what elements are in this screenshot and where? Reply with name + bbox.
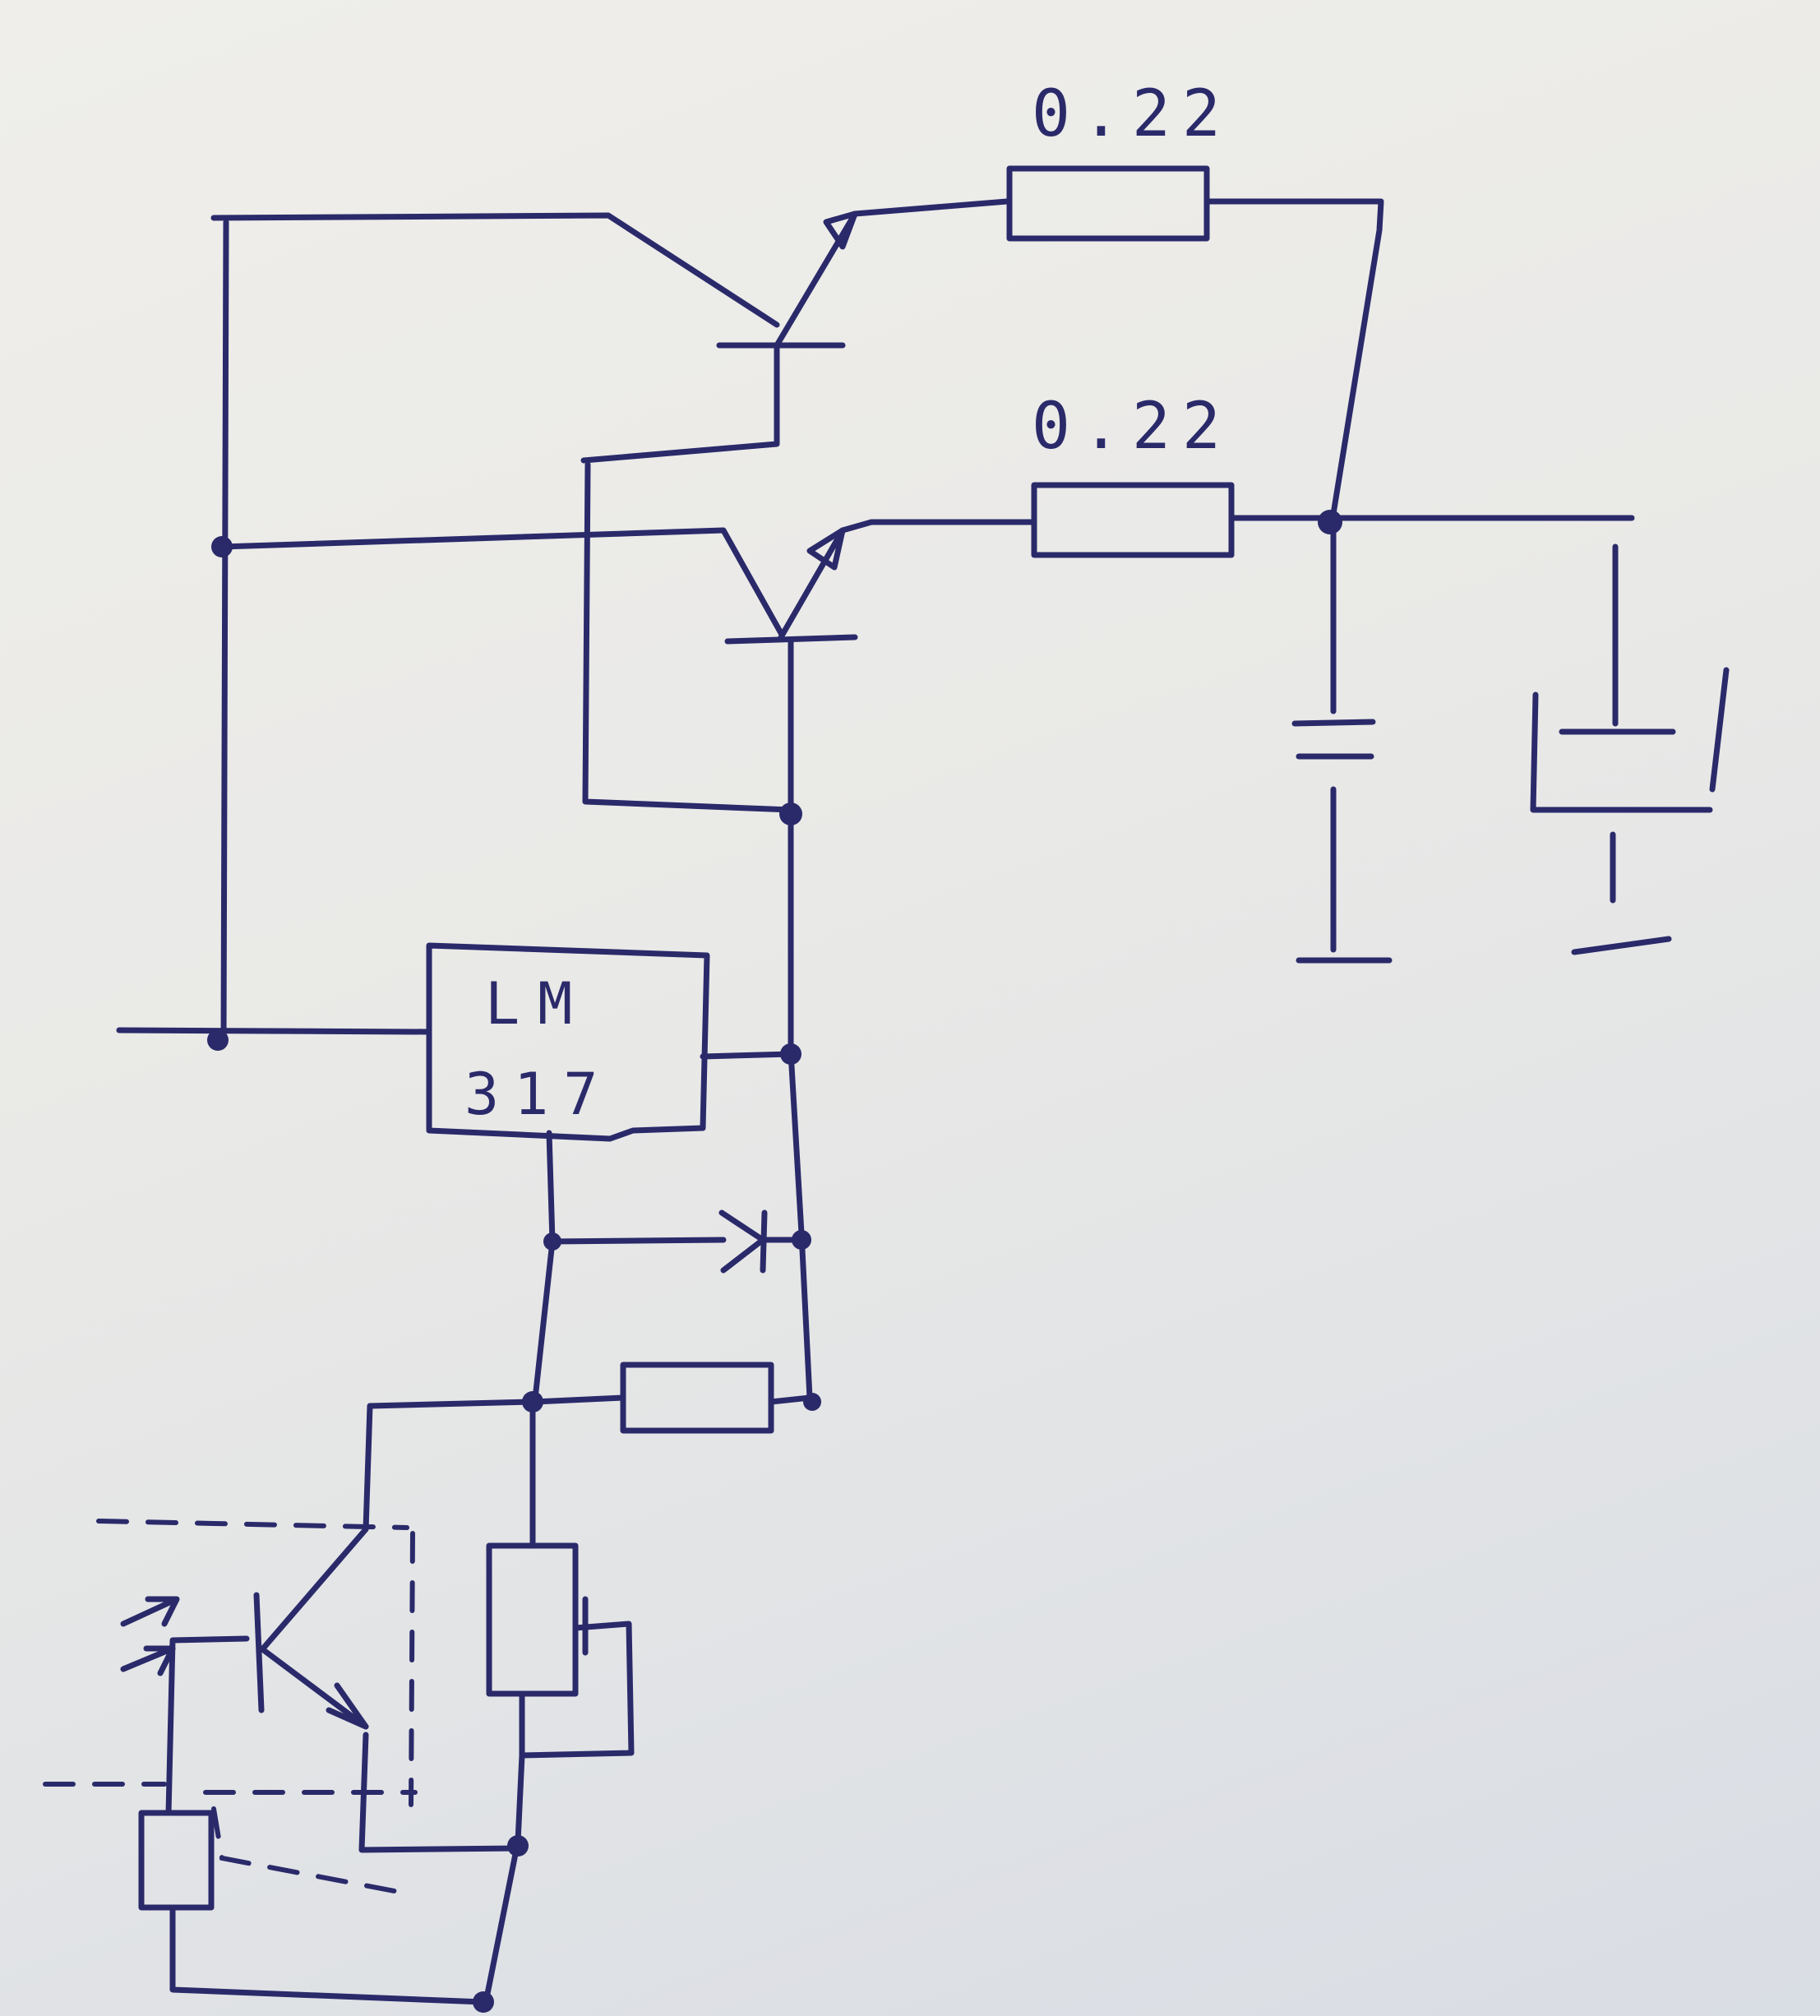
regulator-line2: 317 bbox=[464, 1061, 612, 1128]
transistor-upper bbox=[580, 198, 1010, 464]
resistor-mid: 0.22 bbox=[1031, 390, 1635, 558]
resistor-mid-value: 0.22 bbox=[1032, 390, 1232, 464]
left-rail bbox=[116, 212, 784, 1046]
feedback-wire bbox=[582, 461, 794, 813]
opto-enclosure bbox=[43, 1519, 418, 1893]
right-rail bbox=[788, 819, 813, 1401]
capacitor-electrolytic bbox=[1530, 543, 1730, 955]
ground-return bbox=[482, 1838, 521, 2009]
junction-dots bbox=[207, 510, 1342, 2013]
resistor-top: 0.22 bbox=[1006, 77, 1384, 517]
capacitor-ceramic bbox=[1291, 519, 1393, 964]
resistor-adjust bbox=[531, 1362, 813, 1434]
transistor-lower bbox=[724, 519, 1035, 825]
lm317-regulator: LM 317 bbox=[426, 942, 794, 1142]
resistor-top-value: 0.22 bbox=[1032, 77, 1232, 151]
potentiometer bbox=[486, 1403, 635, 1845]
regulator-line1: LM bbox=[485, 970, 590, 1038]
input-led bbox=[138, 1635, 487, 2005]
phototransistor bbox=[120, 1399, 536, 1853]
